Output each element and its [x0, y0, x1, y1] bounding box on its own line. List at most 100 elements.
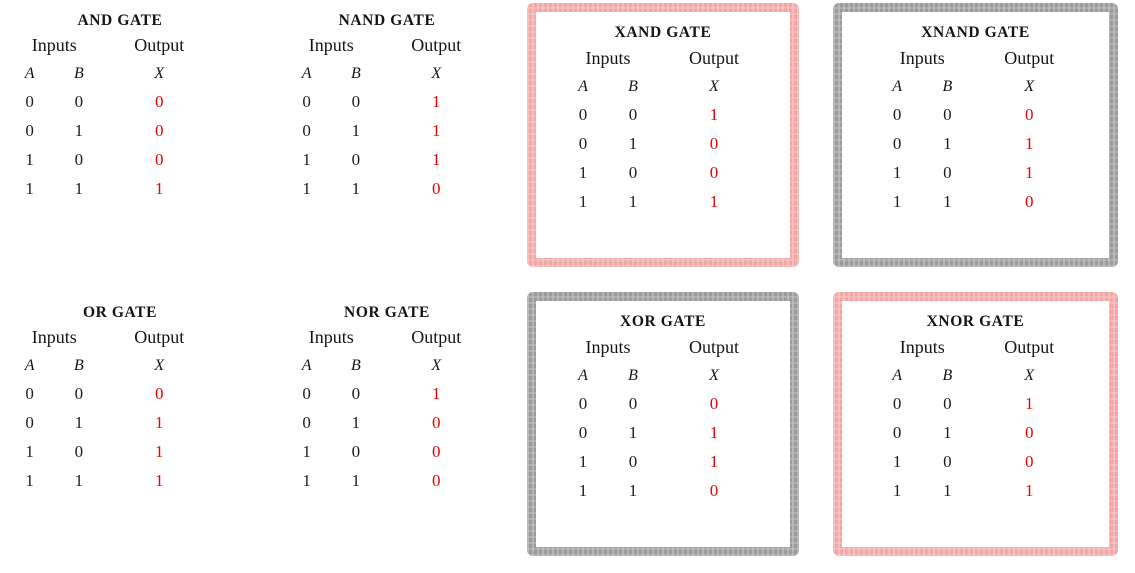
cell-output-x: 0 — [709, 480, 719, 500]
table-bottom-rule — [558, 505, 770, 515]
cell-input-b: 0 — [628, 162, 638, 182]
header-inputs: Inputs — [31, 326, 77, 347]
cell-output-x: 1 — [1024, 162, 1034, 182]
bottom-rule-right — [972, 216, 1086, 226]
cell-input-a: 0 — [578, 104, 588, 124]
table-bottom-rule — [558, 216, 770, 226]
cell-input-b: 1 — [74, 178, 84, 198]
cell-input-a: 1 — [25, 470, 34, 490]
header-inputs: Inputs — [308, 326, 354, 347]
cell-input-a: 0 — [302, 412, 311, 432]
symbol-a: A — [892, 366, 902, 384]
cell-output-x: 0 — [154, 120, 164, 140]
cell-output-x: 0 — [431, 470, 441, 490]
table-bottom-rule — [282, 203, 492, 213]
bottom-rule-right — [380, 495, 492, 505]
cell-input-a: 1 — [302, 441, 311, 461]
symbol-b: B — [73, 64, 84, 82]
cell-output-x: 1 — [1024, 133, 1034, 153]
header-inputs: Inputs — [585, 47, 631, 68]
cell-input-a: 0 — [892, 133, 902, 153]
cell-input-b: 0 — [628, 104, 638, 124]
table-header-row: Inputs Output — [558, 43, 770, 73]
cell-input-a: 1 — [25, 441, 34, 461]
bottom-rule-right — [972, 505, 1086, 515]
cell-input-b: 0 — [351, 383, 361, 403]
cell-input-a: 0 — [302, 91, 311, 111]
table-row: 1 1 0 — [558, 476, 770, 505]
cell-output-x: 1 — [1024, 393, 1034, 413]
symbol-a: A — [301, 64, 312, 82]
cell-input-a: 0 — [302, 120, 311, 140]
bottom-rule-mid — [331, 203, 380, 213]
header-inputs: Inputs — [585, 336, 631, 357]
symbol-b: B — [350, 356, 361, 374]
gate-title-or: OR GATE — [82, 304, 158, 321]
cell-input-a: 1 — [578, 480, 588, 500]
table-bottom-rule — [872, 216, 1086, 226]
header-output: Output — [1004, 47, 1055, 68]
gate-title-nor: NOR GATE — [344, 304, 430, 321]
gate-title-xnand: XNAND GATE — [921, 24, 1030, 41]
cell-input-b: 1 — [628, 480, 638, 500]
cell-input-a: 1 — [302, 470, 311, 490]
header-inputs: Inputs — [308, 34, 354, 55]
header-output: Output — [134, 34, 185, 55]
bottom-rule-right — [658, 505, 770, 515]
cell-input-a: 1 — [892, 162, 902, 182]
bottom-rule-left — [872, 216, 922, 226]
cell-output-x: 0 — [709, 133, 719, 153]
cell-output-x: 1 — [154, 441, 164, 461]
cell-output-x: 1 — [431, 91, 441, 111]
cell-input-a: 0 — [892, 422, 902, 442]
cell-input-b: 0 — [74, 91, 84, 111]
bottom-rule-mid — [922, 216, 972, 226]
cell-output-x: 0 — [154, 149, 164, 169]
cell-input-b: 0 — [943, 104, 952, 124]
bottom-rule-left — [282, 495, 331, 505]
symbol-a: A — [578, 366, 588, 384]
symbol-a: A — [24, 356, 35, 374]
cell-output-x: 1 — [709, 191, 719, 211]
symbol-b: B — [73, 356, 84, 374]
gate-title-and: AND GATE — [77, 12, 163, 29]
table-bottom-rule — [872, 505, 1086, 515]
cell-input-b: 0 — [628, 451, 638, 471]
cell-input-b: 0 — [628, 393, 638, 413]
cell-input-a: 0 — [25, 120, 34, 140]
cell-input-b: 1 — [74, 412, 84, 432]
cell-input-b: 1 — [351, 120, 361, 140]
cell-input-a: 0 — [578, 393, 588, 413]
header-inputs: Inputs — [899, 47, 945, 68]
cell-output-x: 1 — [431, 149, 441, 169]
cell-output-x: 0 — [431, 178, 441, 198]
cell-input-a: 0 — [25, 412, 34, 432]
header-output: Output — [688, 47, 739, 68]
